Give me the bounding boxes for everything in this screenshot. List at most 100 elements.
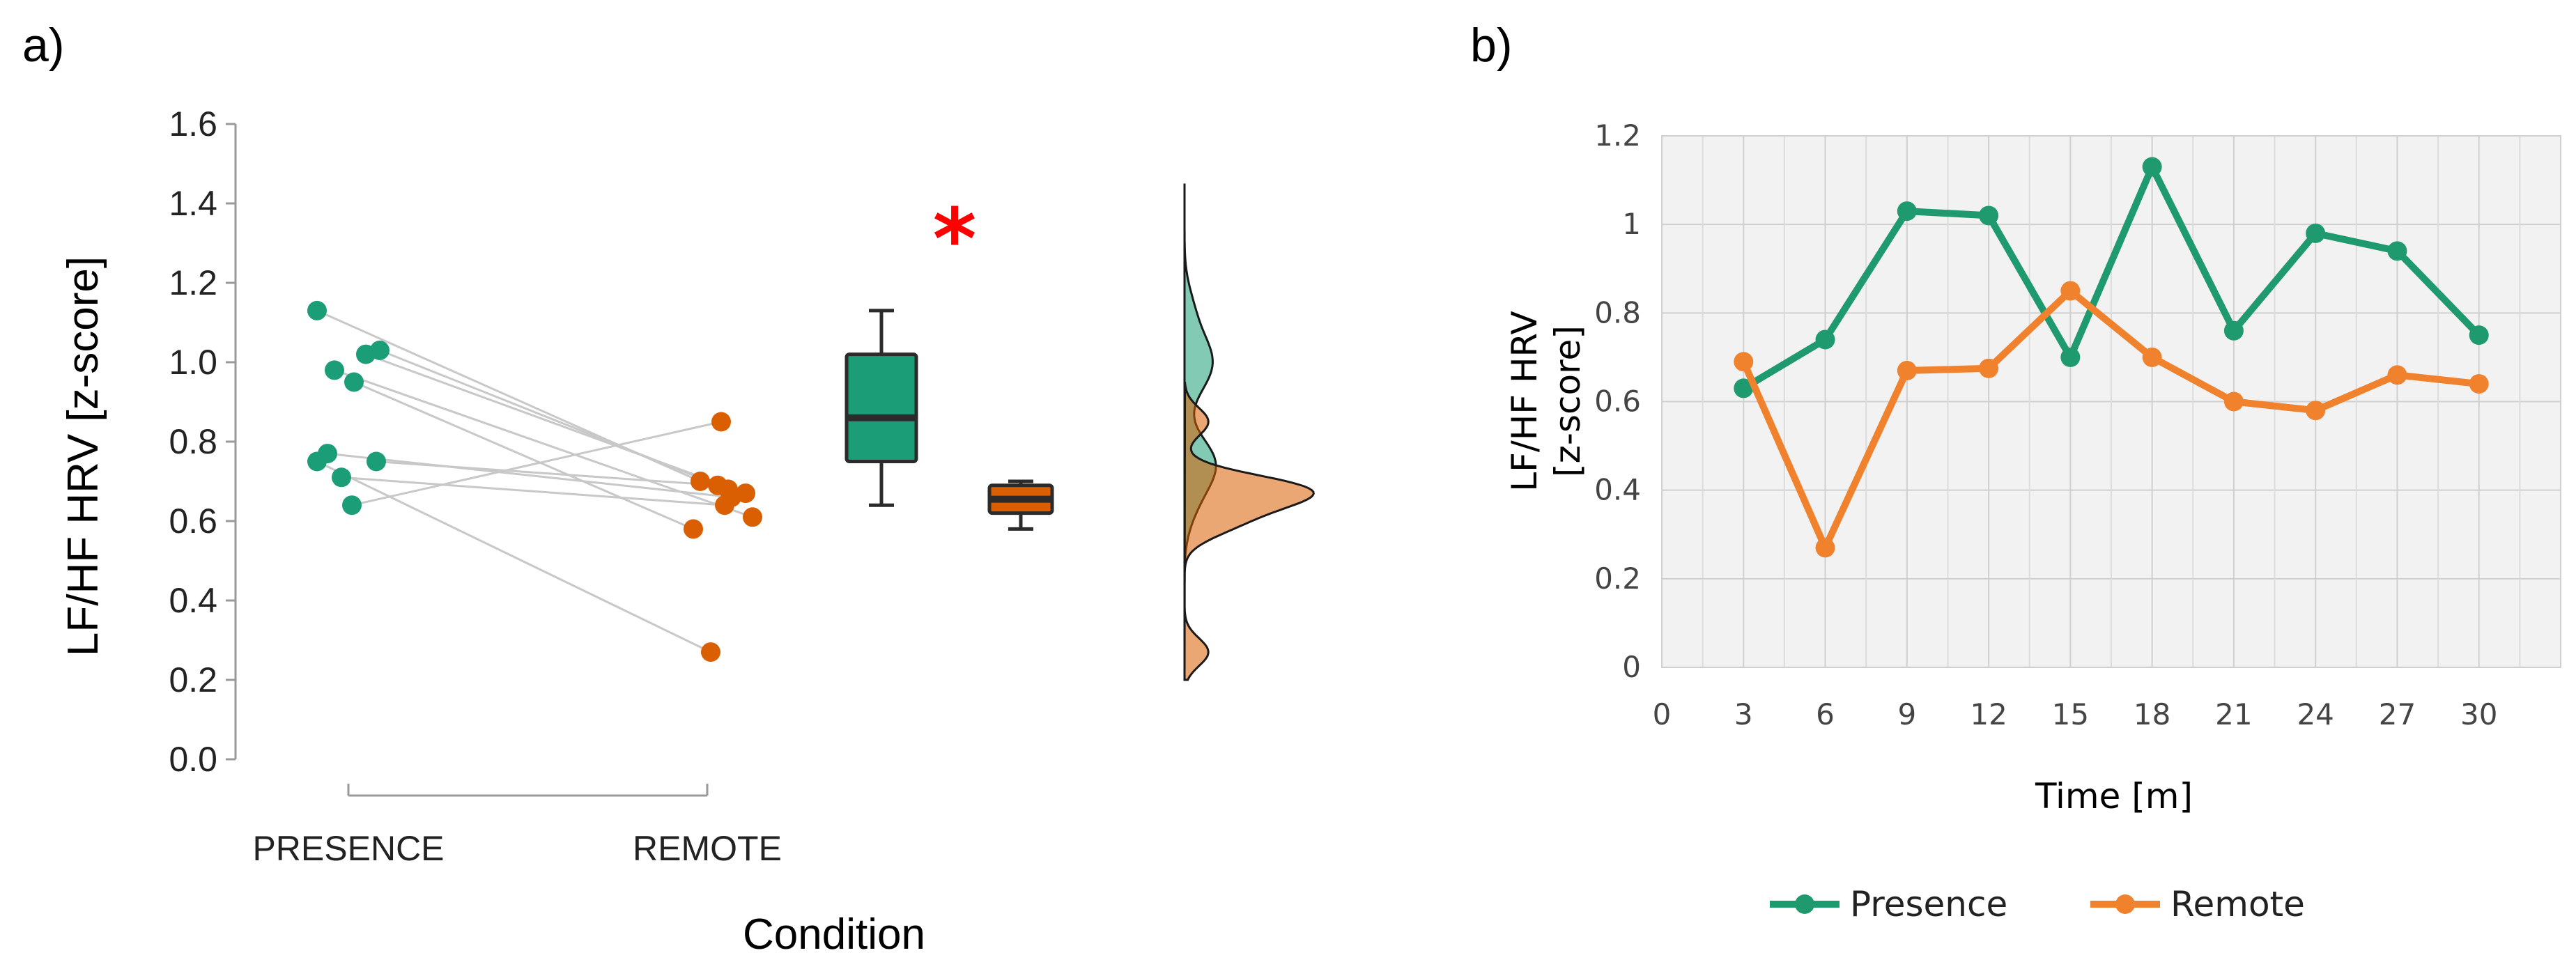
point-presence: [2306, 223, 2326, 243]
point-presence: [367, 451, 386, 472]
y-tick-label-b: 1.2: [1594, 118, 1641, 153]
point-presence: [332, 467, 351, 488]
plot-frame-b: [1661, 135, 2561, 668]
pair-line: [351, 421, 722, 506]
point-presence: [342, 495, 362, 515]
point-remote: [715, 495, 734, 515]
gridlines-b: [1661, 135, 2561, 668]
point-remote: [2306, 401, 2326, 421]
significance-marker: *: [933, 192, 977, 288]
point-remote: [1979, 358, 1999, 378]
y-tick-label-a: 0.0: [169, 740, 217, 779]
x-tick-label-b: 15: [2052, 697, 2089, 731]
y-tick-label-a: 0.2: [169, 660, 217, 699]
y-axis-title-line: [z-score]: [1548, 325, 1588, 477]
point-remote: [2142, 347, 2162, 367]
point-remote: [701, 642, 720, 662]
pair-line: [316, 460, 711, 653]
point-presence: [2142, 157, 2162, 177]
point-remote: [1815, 538, 1835, 558]
boxplot-presence: [844, 309, 918, 507]
y-tick-label-a: 1.6: [169, 104, 217, 143]
panel-label-a: a): [22, 19, 64, 72]
point-presence: [2223, 320, 2244, 341]
data-points: [307, 300, 762, 662]
y-tick-label-a: 0.6: [169, 502, 217, 541]
point-remote: [2469, 374, 2489, 394]
panel-b-chart: 0 0.2 0.4 0.6 0.8 1 1.2 0 3 6 9 12 15 18 21 24 27 30 LF/…: [1504, 118, 2561, 924]
panel-a-chart: 0.0 0.2 0.4 0.6 0.8 1.0 1.2 1.4 1.6 PRESENCE REMO…: [59, 104, 1315, 959]
pair-line: [365, 353, 746, 495]
y-tick-label-a: 1.4: [169, 184, 217, 223]
pair-line: [341, 476, 725, 506]
x-tick-label-b: 3: [1734, 697, 1753, 731]
x-tick-label-b: 30: [2460, 697, 2497, 731]
y-tick-label-b: 1: [1622, 207, 1641, 241]
x-tick-label-b: 24: [2297, 697, 2334, 731]
legend-item-remote: Remote: [2090, 884, 2305, 924]
y-axis-title-b: LF/HF HRV[z-score]: [1504, 311, 1588, 492]
point-presence: [2060, 347, 2081, 367]
density-plot: [1183, 183, 1315, 681]
pair-line: [327, 452, 732, 499]
panel-label-b: b): [1470, 19, 1512, 72]
y-tick-label-a: 1.0: [169, 343, 217, 382]
y-axis-title-a: LF/HF HRV [z-score]: [59, 256, 107, 656]
point-presence: [2469, 325, 2489, 346]
x-axis-title-b: Time [m]: [2035, 776, 2193, 816]
point-remote: [708, 475, 727, 495]
y-tick-label-b: 0.2: [1594, 561, 1641, 596]
boxplot-remote: [987, 479, 1054, 531]
point-remote: [2060, 281, 2081, 301]
series-line-presence: [1741, 163, 2482, 391]
svg-text:Remote: Remote: [2170, 884, 2305, 924]
y-tick-label-a: 0.4: [169, 581, 217, 620]
point-remote: [1897, 360, 1917, 380]
boxplots: [844, 309, 1054, 531]
point-remote: [684, 519, 703, 539]
x-axis-title-a: Condition: [743, 910, 925, 959]
point-presence: [2387, 241, 2407, 261]
y-axis-a: 0.0 0.2 0.4 0.6 0.8 1.0 1.2 1.4 1.6: [169, 104, 237, 779]
point-presence: [1734, 378, 1754, 398]
x-axis-a: PRESENCE REMOTE: [252, 784, 782, 868]
point-presence: [344, 372, 364, 392]
point-presence: [1815, 329, 1835, 350]
legend: Presence Remote: [1770, 884, 2305, 924]
point-presence: [307, 451, 327, 472]
x-tick-label-b: 18: [2134, 697, 2170, 731]
x-tick-label-b: 12: [1970, 697, 2007, 731]
x-tick-label-presence: PRESENCE: [252, 829, 444, 868]
paired-lines: [316, 309, 753, 653]
x-tick-label-remote: REMOTE: [633, 829, 782, 868]
y-tick-label-b: 0.8: [1594, 295, 1641, 329]
legend-item-presence: Presence: [1770, 884, 2007, 924]
y-tick-label-b: 0.4: [1594, 473, 1641, 507]
y-tick-label-a: 0.8: [169, 422, 217, 461]
point-presence: [356, 344, 376, 364]
point-remote: [743, 507, 762, 527]
y-tick-label-b: 0: [1622, 650, 1641, 684]
point-remote: [1734, 352, 1754, 372]
x-tick-label-b: 21: [2215, 697, 2252, 731]
x-tick-label-b: 6: [1816, 697, 1835, 731]
pair-line: [353, 381, 694, 530]
point-remote: [2223, 391, 2244, 412]
pair-line: [376, 460, 718, 487]
point-presence: [325, 360, 344, 380]
x-tick-label-b: 9: [1897, 697, 1916, 731]
svg-text:Presence: Presence: [1850, 884, 2007, 924]
y-axis-title-line: LF/HF HRV: [1504, 311, 1545, 492]
density-remote: [1183, 382, 1315, 681]
point-remote: [2387, 365, 2407, 385]
y-tick-label-b: 0.6: [1594, 385, 1641, 419]
point-presence: [1979, 205, 1999, 226]
point-remote: [691, 472, 710, 491]
x-tick-label-b: 27: [2379, 697, 2416, 731]
y-axis-b: 0 0.2 0.4 0.6 0.8 1 1.2: [1594, 118, 1641, 684]
y-tick-label-a: 1.2: [169, 263, 217, 302]
point-presence: [1897, 201, 1917, 222]
series-line-remote: [1740, 287, 2480, 552]
